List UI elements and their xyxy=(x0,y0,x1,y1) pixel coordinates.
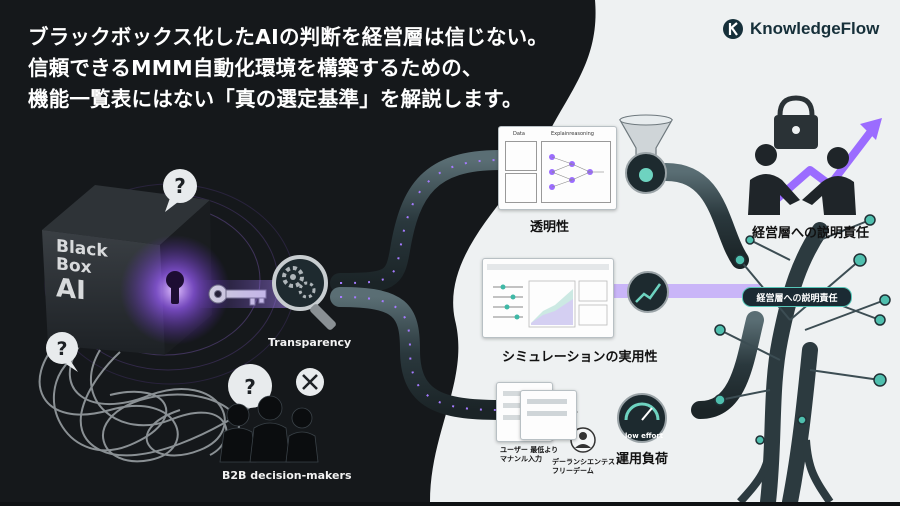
upward-arrow-head xyxy=(860,118,882,140)
form-line xyxy=(527,411,567,416)
growth-chart-icon xyxy=(627,271,669,313)
gauge-icon xyxy=(617,393,667,443)
neural-network-icon xyxy=(549,154,604,190)
magnifier-gears-icon xyxy=(272,255,336,330)
question-bubble-icon: ? xyxy=(163,169,197,212)
simulation-label: シミュレーションの実用性 xyxy=(502,350,658,365)
network-box xyxy=(541,141,611,203)
headline-line-3: 機能一覧表にはない「真の選定基準」を解説します。 xyxy=(28,87,523,111)
transparency-ja-label: 透明性 xyxy=(530,220,570,235)
accountability-pill: 経営層への説明責任 xyxy=(742,287,852,307)
network-tree xyxy=(714,214,891,506)
handshake-icon xyxy=(748,144,856,215)
user-avatar-icon xyxy=(570,427,596,453)
card-toolbar xyxy=(487,264,609,270)
keyhole-icon xyxy=(166,271,184,304)
simulation-card xyxy=(482,258,614,338)
b2b-label: B2B decision-makers xyxy=(222,469,352,482)
simulation-chart xyxy=(493,280,608,328)
data-team-label: デーランシエンテスト フリーデーム xyxy=(552,458,622,475)
operation-label: 運用負荷 xyxy=(616,452,669,467)
pipe-network xyxy=(330,150,764,420)
svg-text:?: ? xyxy=(244,375,256,399)
black-box-line-3: AI xyxy=(56,273,86,307)
funnel-icon xyxy=(618,114,674,194)
svg-text:?: ? xyxy=(56,338,67,360)
transparency-card: Data Explainreasoning xyxy=(498,126,617,210)
form-line xyxy=(503,415,533,420)
lock-icon xyxy=(774,95,818,149)
upward-arrow-icon xyxy=(767,127,876,209)
svg-text:?: ? xyxy=(174,174,186,198)
accountability-label: 経営層への説明責任 xyxy=(752,226,870,241)
data-box xyxy=(505,173,537,203)
black-box-label: Black Box AI xyxy=(56,236,108,308)
brand-logo: KnowledgeFlow xyxy=(722,18,879,40)
user-input-label: ユーザー 最低より マナンル入力 xyxy=(500,446,559,463)
headline-line-2: 信頼できるMMM自動化環境を構築するための、 xyxy=(28,56,483,80)
data-box xyxy=(505,141,537,171)
k-logo-icon xyxy=(723,19,743,39)
operations-card-front xyxy=(520,390,577,440)
headline: ブラックボックス化したAIの判断を経営層は信じない。 信頼できるMMM自動化環境… xyxy=(28,22,588,115)
brand-name: KnowledgeFlow xyxy=(750,19,880,38)
low-effort-label: low effort xyxy=(625,432,664,440)
form-line xyxy=(527,399,567,404)
headline-line-1: ブラックボックス化したAIの判断を経営層は信じない。 xyxy=(28,25,549,49)
question-bubble-icon: ? xyxy=(46,332,78,372)
transparency-label: Transparency xyxy=(268,336,352,349)
decision-makers-group: ? xyxy=(219,364,324,463)
